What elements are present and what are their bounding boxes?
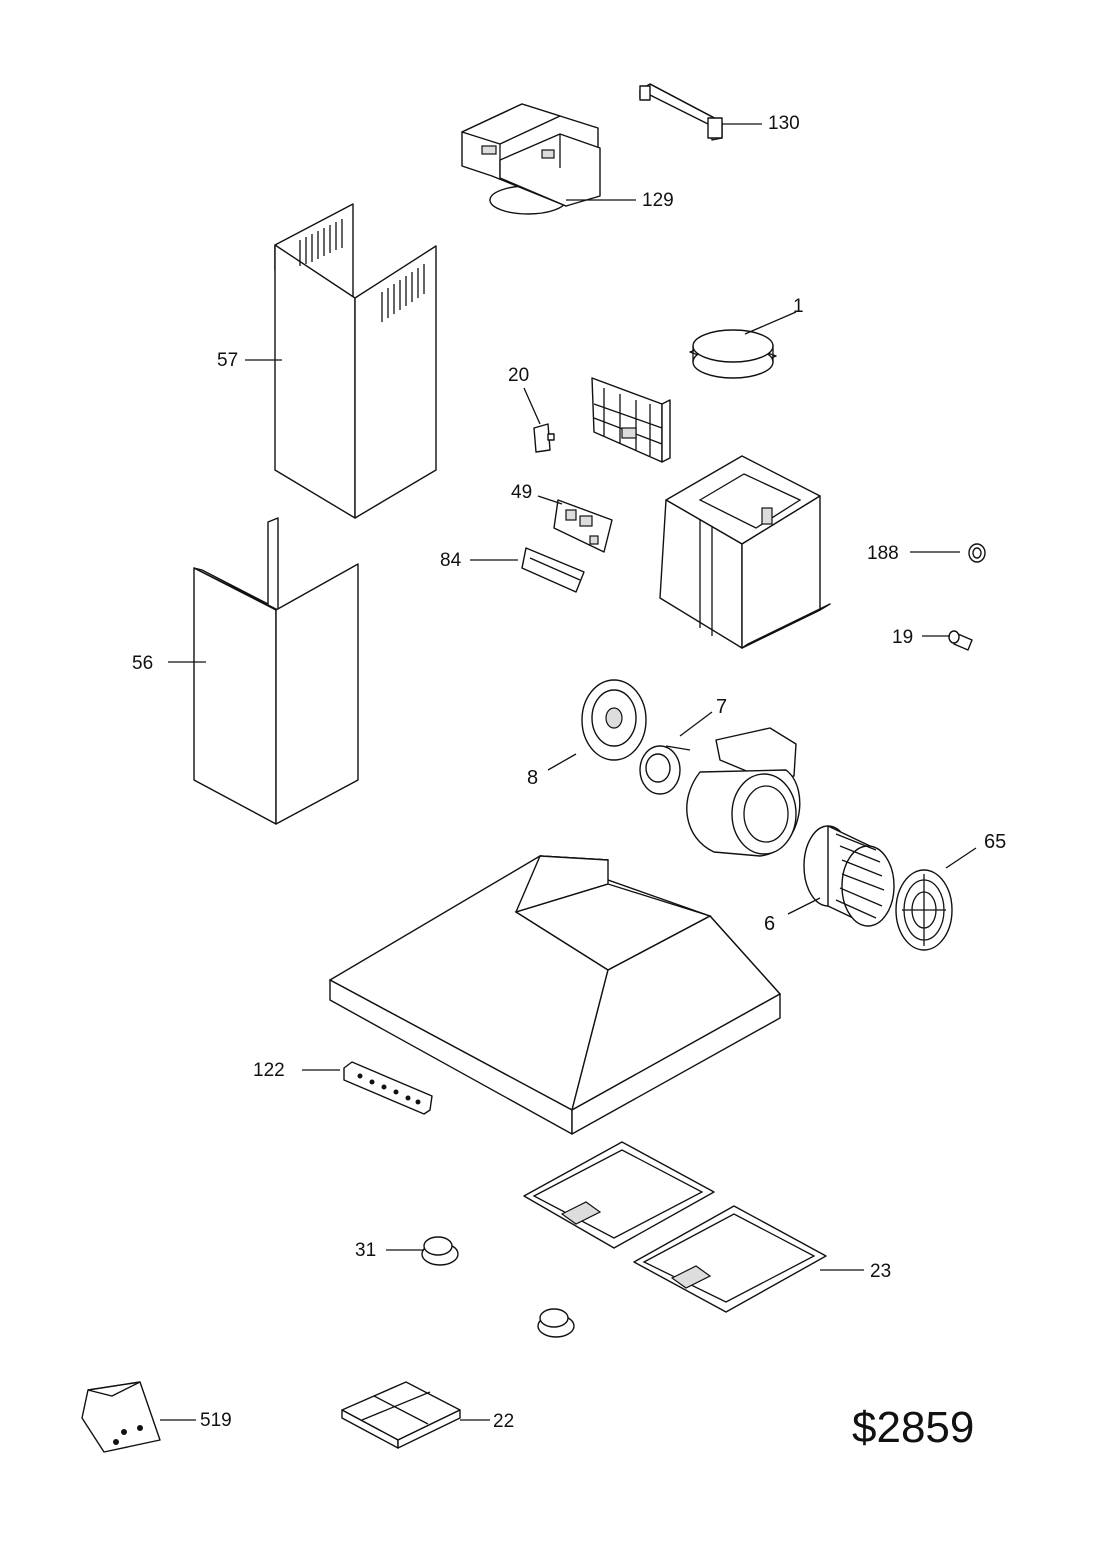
callout-130: 130	[768, 113, 800, 134]
callout-56: 56	[132, 653, 154, 674]
callout-7: 7	[716, 696, 728, 718]
part-84-wire-cover[interactable]	[470, 547, 585, 593]
part-1-duct-collar[interactable]	[689, 311, 797, 379]
document-code: $2859	[852, 1403, 975, 1452]
callout-122: 122	[253, 1060, 285, 1081]
callout-20: 20	[508, 365, 530, 386]
callout-23: 23	[870, 1261, 892, 1282]
part-129-damper-transition[interactable]	[461, 103, 636, 215]
callout-519: 519	[200, 1410, 232, 1431]
callout-1: 1	[793, 296, 804, 317]
part-blower-scroll-housing[interactable]	[686, 727, 801, 857]
callout-31: 31	[355, 1240, 377, 1261]
callout-19: 19	[892, 627, 914, 648]
callout-22: 22	[493, 1411, 515, 1432]
part-57-upper-chimney[interactable]	[245, 203, 437, 519]
callout-8: 8	[527, 767, 539, 789]
part-20-switch[interactable]	[523, 387, 555, 453]
part-49-control-board[interactable]	[537, 495, 613, 553]
callout-65: 65	[984, 831, 1007, 853]
callout-57: 57	[217, 350, 239, 371]
part-8-motor-plate[interactable]	[547, 679, 647, 771]
part-22-charcoal-filter[interactable]	[341, 1381, 490, 1449]
part-6-blower-wheel[interactable]	[787, 825, 895, 927]
part-188-bushing[interactable]	[910, 543, 986, 563]
callout-6: 6	[764, 913, 776, 935]
part-130-mounting-bracket[interactable]	[639, 83, 762, 141]
part-31-knob[interactable]	[386, 1236, 459, 1266]
part-19-light-bulb[interactable]	[922, 630, 973, 651]
part-519-hardware-bag[interactable]	[81, 1381, 196, 1453]
part-hood-canopy[interactable]	[329, 855, 781, 1135]
callout-188: 188	[867, 543, 899, 564]
part-31-knob-second[interactable]	[537, 1308, 575, 1338]
part-23-grease-filters[interactable]	[523, 1141, 864, 1313]
part-56-lower-chimney[interactable]	[168, 517, 359, 825]
callout-49: 49	[511, 482, 533, 503]
part-122-control-panel[interactable]	[302, 1061, 433, 1115]
callout-129: 129	[642, 190, 674, 211]
part-blower-housing-box[interactable]	[659, 455, 831, 649]
callout-84: 84	[440, 550, 462, 571]
part-charcoal-filter-panel[interactable]	[591, 377, 671, 463]
part-65-finger-guard[interactable]	[895, 847, 977, 951]
part-7-motor[interactable]	[639, 711, 713, 795]
